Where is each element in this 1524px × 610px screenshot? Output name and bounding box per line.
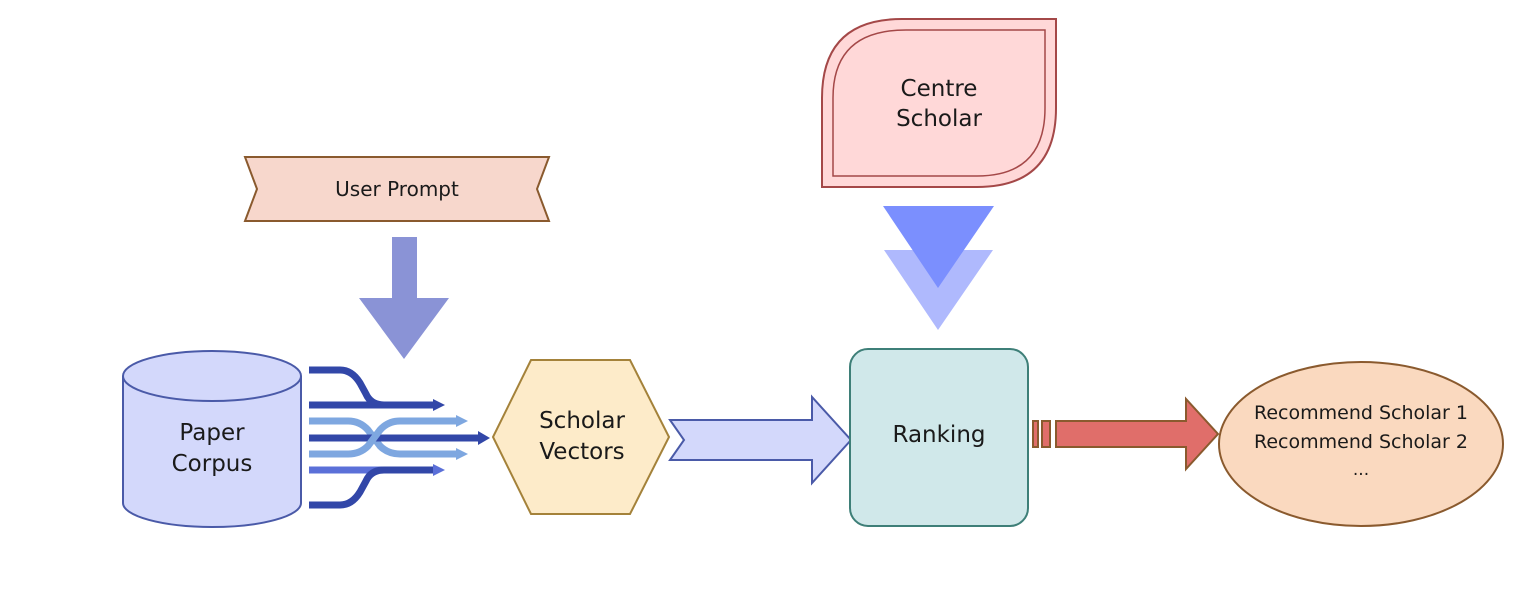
flow-arrowhead-3 — [478, 431, 490, 445]
centre-down-chevron-upper — [883, 206, 994, 288]
flow-arrowhead-2 — [456, 415, 468, 427]
paper-corpus-cylinder — [122, 376, 302, 528]
corpus-to-vectors-flow — [309, 366, 478, 509]
paper-corpus-label-line1: Paper — [179, 420, 245, 446]
arrow-stripe-2 — [1041, 420, 1051, 448]
user-prompt-node: User Prompt — [243, 156, 551, 222]
prompt-down-arrow — [359, 237, 449, 359]
user-prompt-label: User Prompt — [335, 177, 459, 201]
flow-line-1 — [309, 366, 433, 409]
centre-scholar-shape-inner — [832, 29, 1046, 177]
flow-arrowheads — [433, 399, 490, 476]
flow-arrowhead-5 — [433, 464, 445, 476]
flow-line-7 — [309, 466, 433, 509]
user-prompt-ribbon — [243, 156, 551, 222]
ranking-node: Ranking — [849, 348, 1029, 527]
arrow-stripe-1 — [1032, 420, 1039, 448]
recommendation-2: Recommend Scholar 2 — [1254, 431, 1468, 453]
recommendations-ellipse — [1218, 361, 1504, 527]
scholar-vectors-hexagon — [491, 359, 671, 515]
centre-down-chevron-lower — [884, 250, 993, 330]
recommendation-1: Recommend Scholar 1 — [1254, 402, 1468, 424]
flow-line-5 — [309, 417, 456, 458]
recommendations-node: Recommend Scholar 1 Recommend Scholar 2 … — [1218, 361, 1504, 527]
arrow-result-body — [1055, 396, 1220, 472]
scholar-vectors-label-line2: Vectors — [539, 439, 624, 465]
ranking-to-results-arrow — [1032, 396, 1220, 472]
scholar-vectors-node: Scholar Vectors — [491, 359, 671, 515]
paper-corpus-label-line2: Corpus — [172, 451, 253, 477]
paper-corpus-node: Paper Corpus — [122, 350, 302, 528]
paper-corpus-cylinder-top — [122, 350, 302, 402]
vectors-to-ranking-arrow — [668, 394, 853, 486]
scholar-vectors-label-line1: Scholar — [539, 408, 625, 434]
recommendation-ellipsis: ... — [1353, 460, 1369, 480]
centre-scholar-label-line1: Centre — [901, 76, 978, 102]
centre-scholar-label-line2: Scholar — [896, 106, 982, 132]
ranking-label: Ranking — [892, 422, 985, 448]
centre-scholar-node: Centre Scholar — [821, 18, 1057, 188]
ranking-box — [849, 348, 1029, 527]
flow-arrowhead-1 — [433, 399, 445, 411]
flow-arrowhead-4 — [456, 448, 468, 460]
